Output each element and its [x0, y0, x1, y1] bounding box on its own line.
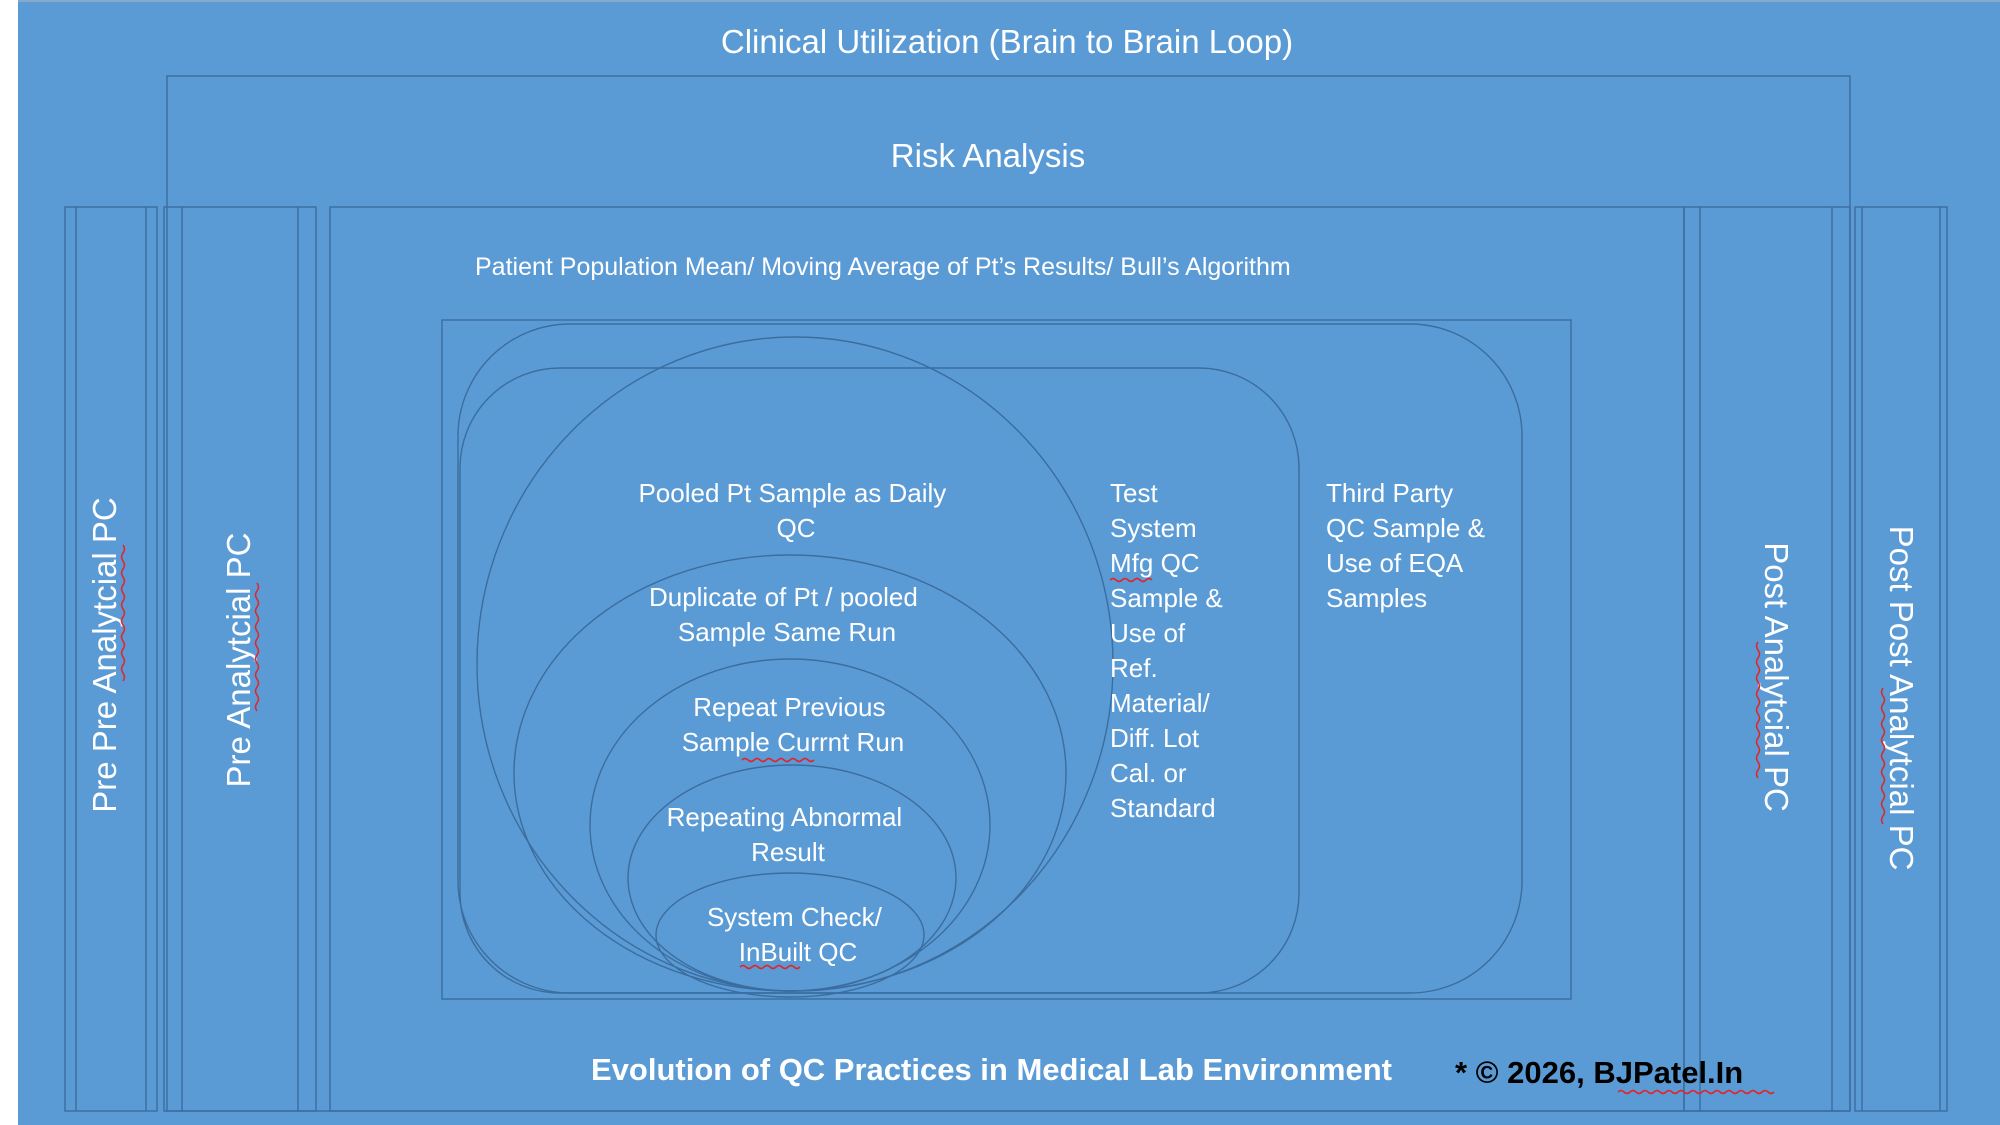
system-check-label: System Check/ InBuilt QC — [707, 902, 889, 967]
qc-inner-box — [441, 319, 1572, 1000]
repeating-abnormal-label: Repeating Abnormal Result — [667, 802, 910, 867]
pooled-pt-sample-label: Pooled Pt Sample as Daily QC — [638, 478, 953, 543]
pre-analytical-label: Pre Analytcial PC — [220, 533, 257, 788]
test-system-rounded-shape — [459, 367, 1300, 994]
third-party-label: Third Party QC Sample & Use of EQA Sampl… — [1326, 478, 1492, 613]
duplicate-sample-label: Duplicate of Pt / pooled Sample Same Run — [649, 582, 925, 647]
spellcheck-underline-inbuilt — [739, 964, 801, 970]
spellcheck-underline-post — [1755, 641, 1761, 779]
spellcheck-underline-currnt — [741, 757, 815, 763]
spellcheck-underline-bjpatel — [1617, 1089, 1775, 1095]
patient-population-box — [329, 206, 1685, 1112]
repeating-abnormal-ellipse — [627, 764, 957, 992]
pre-pre-analytical-column — [64, 206, 158, 1112]
footer-title: Evolution of QC Practices in Medical Lab… — [591, 1052, 1392, 1087]
footer-credit: * © 2026, BJPatel.In — [1455, 1055, 1743, 1090]
spellcheck-underline-mfg — [1109, 577, 1153, 583]
test-system-label: Test System Mfg QC Sample & Use of Ref. … — [1110, 478, 1230, 823]
post-post-analytical-label: Post Post Analytcial PC — [1883, 526, 1920, 871]
repeat-previous-label: Repeat Previous Sample Currnt Run — [682, 692, 905, 757]
left-margin-strip — [0, 0, 18, 1125]
post-post-analytical-column — [1854, 206, 1948, 1112]
system-check-ellipse — [655, 872, 925, 998]
pre-pre-analytical-label: Pre Pre Analytcial PC — [86, 497, 123, 812]
risk-analysis-title: Risk Analysis — [891, 137, 1085, 174]
spellcheck-underline-pre-pre — [120, 544, 126, 682]
clinical-utilization-title: Clinical Utilization (Brain to Brain Loo… — [721, 23, 1293, 60]
spellcheck-underline-pre — [254, 582, 260, 712]
pre-analytical-column — [163, 206, 317, 1112]
spellcheck-underline-post-post — [1880, 687, 1886, 825]
patient-population-title: Patient Population Mean/ Moving Average … — [475, 253, 1291, 281]
post-analytical-label: Post Analytcial PC — [1758, 542, 1795, 812]
